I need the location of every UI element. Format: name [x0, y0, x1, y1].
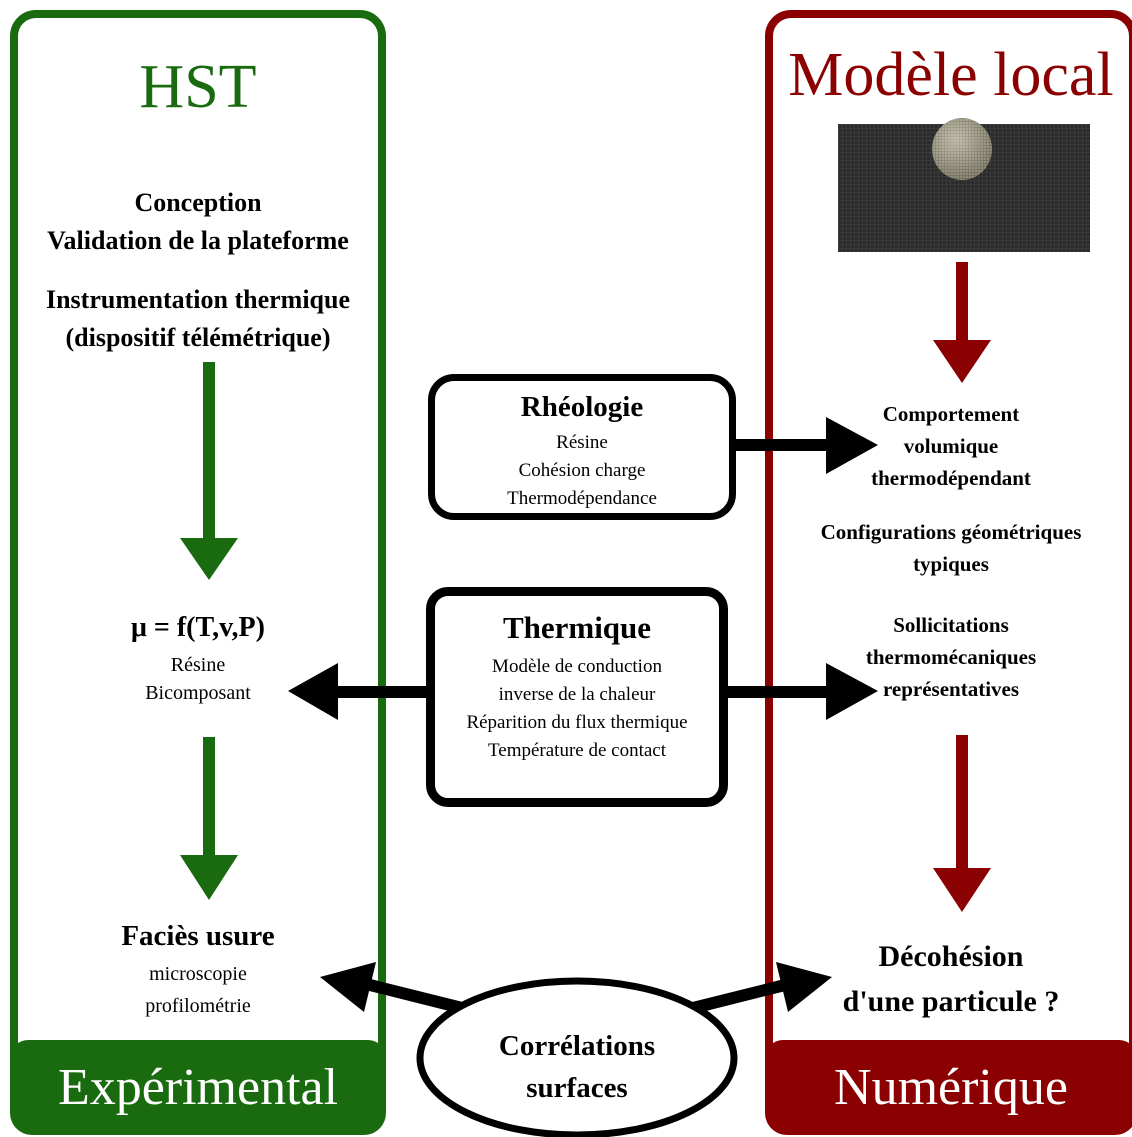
rheology-title: Rhéologie	[520, 391, 644, 423]
correlations-surfaces-label: surfaces	[526, 1072, 628, 1104]
correlations-ellipse	[416, 977, 738, 1137]
conception-label: Conception	[134, 188, 262, 217]
geometric-configurations-label: Configurations géométriques	[820, 520, 1082, 544]
profilometry-label: profilométrie	[145, 995, 251, 1017]
experimental-footer: Expérimental	[10, 1040, 386, 1135]
particle-sphere-image	[932, 118, 992, 180]
thermal-box: Thermique Modèle de conduction inverse d…	[426, 587, 728, 807]
geometric-typical-label: typiques	[913, 552, 989, 576]
thermal-flux-distribution: Réparition du flux thermique	[466, 712, 688, 733]
loads-thermomechanical-label: thermomécaniques	[865, 645, 1037, 669]
correlation-arrow-left	[320, 962, 472, 1016]
friction-resin-label: Résine	[170, 654, 226, 676]
numerical-footer: Numérique	[765, 1040, 1132, 1135]
rheology-resin: Résine	[556, 432, 608, 453]
red-arrow-down-2	[933, 735, 991, 912]
rheology-cohesion: Cohésion charge	[518, 460, 646, 481]
wear-facies-title: Faciès usure	[121, 920, 275, 952]
decohesion-label: Décohésion	[878, 940, 1024, 973]
rheology-thermodependence: Thermodépendance	[507, 488, 657, 509]
thermal-arrow-right	[722, 663, 878, 720]
friction-formula: μ = f(T,v,P)	[131, 612, 265, 643]
friction-bicomponent-label: Bicomposant	[145, 682, 251, 704]
behaviour-volumetric-label: volumique	[903, 434, 999, 458]
instrumentation-sub-label: (dispositif télémétrique)	[65, 323, 331, 352]
local-model-title: Modèle local	[788, 41, 1114, 109]
green-arrow-down-2	[180, 737, 238, 900]
thermal-inverse-heat: inverse de la chaleur	[498, 684, 656, 705]
validation-label: Validation de la plateforme	[47, 226, 349, 255]
thermal-conduction-model: Modèle de conduction	[492, 656, 662, 677]
numerical-footer-label: Numérique	[834, 1059, 1068, 1116]
green-arrow-down-1	[180, 362, 238, 580]
correlations-label: Corrélations	[498, 1030, 656, 1062]
hst-title: HST	[139, 53, 257, 121]
experimental-footer-label: Expérimental	[57, 1059, 339, 1116]
thermal-title: Thermique	[502, 610, 652, 645]
thermal-arrow-left	[288, 663, 432, 720]
loads-representative-label: représentatives	[882, 677, 1020, 701]
microscopy-label: microscopie	[149, 963, 247, 985]
behaviour-label: Comportement	[882, 402, 1020, 426]
rheology-box: Rhéologie Résine Cohésion charge Thermod…	[428, 374, 736, 520]
loads-label: Sollicitations	[893, 613, 1009, 637]
instrumentation-label: Instrumentation thermique	[45, 285, 351, 314]
thermal-contact-temperature: Température de contact	[487, 740, 666, 761]
rheology-arrow-right	[733, 417, 878, 474]
behaviour-thermodependent-label: thermodépendant	[871, 466, 1031, 490]
correlation-arrow-right	[683, 962, 832, 1016]
particle-question-label: d'une particule ?	[842, 985, 1060, 1018]
red-arrow-down-1	[933, 262, 991, 383]
